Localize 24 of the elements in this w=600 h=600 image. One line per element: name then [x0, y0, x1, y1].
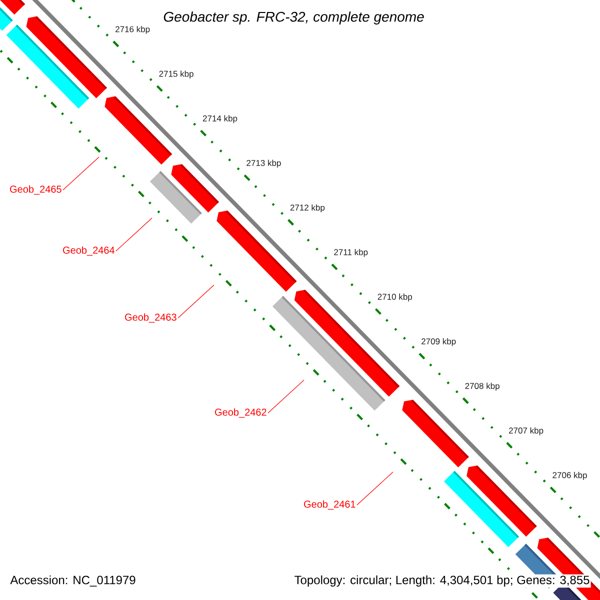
tick-label: 2716 kbp — [116, 26, 150, 34]
genome-info: Topology: circular; Length: 4,304,501 bp; Genes: 3,855 — [293, 574, 591, 588]
tick-label: 2710 kbp — [378, 294, 412, 302]
accession-label: Accession: NC_011979 — [9, 574, 137, 588]
leader-line — [356, 472, 394, 506]
tick-label: 2708 kbp — [465, 382, 500, 391]
tick-label: 2709 kbp — [422, 338, 456, 346]
leader-line — [116, 218, 152, 252]
tick-label: 2713 kbp — [246, 160, 281, 168]
tick-label: 2707 kbp — [509, 427, 544, 436]
gene-label: Geob_2461 — [304, 500, 356, 510]
title: Geobacter sp. FRC-32, complete genome — [164, 11, 424, 25]
leader-line — [62, 156, 100, 190]
tick-label: 2715 kbp — [159, 70, 194, 78]
tick-label: 2706 kbp — [552, 472, 587, 480]
gene-label: Geob_2463 — [125, 313, 176, 323]
tick-label: 2711 kbp — [334, 248, 368, 257]
leader-line — [178, 284, 214, 318]
tick-label: 2712 kbp — [290, 204, 325, 212]
tick-label: 2714 kbp — [202, 115, 238, 124]
gene-label: Geob_2465 — [10, 185, 62, 195]
leader-line — [268, 380, 304, 414]
gene-label: Geob_2464 — [63, 246, 114, 256]
gene-label: Geob_2462 — [215, 408, 266, 418]
